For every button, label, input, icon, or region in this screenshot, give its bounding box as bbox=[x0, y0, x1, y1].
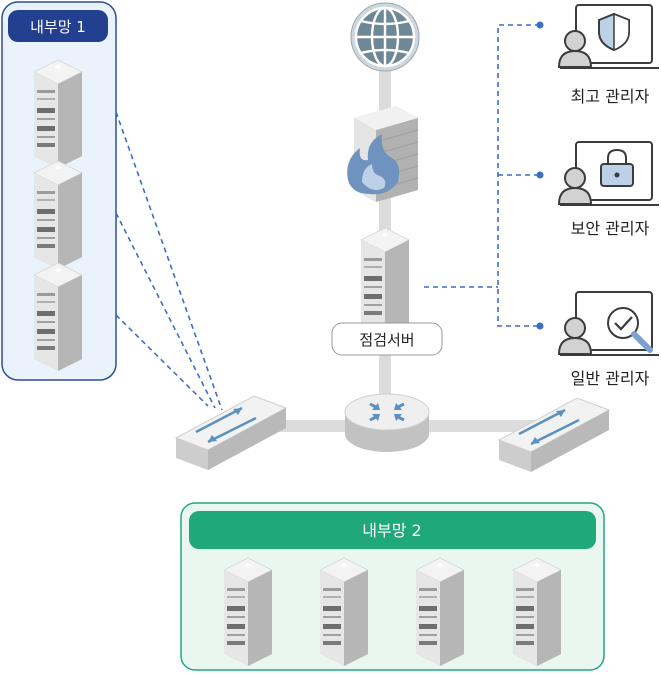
admin-security-label: 보안 관리자 bbox=[571, 219, 650, 238]
net1-dashed-links bbox=[115, 111, 223, 411]
server-icon bbox=[319, 557, 369, 667]
router-icon bbox=[344, 393, 430, 452]
internet-globe-icon bbox=[350, 2, 420, 72]
admin-top-label: 최고 관리자 bbox=[571, 87, 650, 106]
inspection-server-label-box: 점검서버 bbox=[331, 322, 443, 356]
internal-network-1-header bbox=[8, 10, 108, 42]
internal-network-2-header bbox=[189, 511, 596, 549]
admin-general: 일반 관리자 bbox=[558, 291, 659, 388]
magnifier-check-icon bbox=[607, 307, 653, 353]
admin-dashed-links bbox=[424, 24, 540, 327]
left-switch-icon bbox=[174, 394, 288, 472]
internal-network-2-title: 내부망 2 bbox=[362, 521, 421, 540]
right-switch-icon bbox=[497, 396, 611, 474]
admin-top: 최고 관리자 bbox=[558, 4, 659, 106]
internal-network-2: 내부망 2 bbox=[180, 502, 605, 671]
inspection-server-icon bbox=[360, 227, 410, 337]
admin-link-dots bbox=[536, 21, 544, 330]
internal-network-1-title: 내부망 1 bbox=[30, 18, 86, 36]
server-icon bbox=[415, 557, 465, 667]
lock-icon bbox=[600, 148, 634, 187]
firewall-icon bbox=[347, 106, 419, 202]
admin-general-label: 일반 관리자 bbox=[571, 369, 650, 388]
internal-network-1: 내부망 1 bbox=[1, 1, 117, 381]
server-icon bbox=[512, 557, 562, 667]
admin-security: 보안 관리자 bbox=[558, 141, 659, 238]
server-icon bbox=[33, 160, 83, 270]
inspection-server-label: 점검서버 bbox=[359, 331, 414, 349]
server-icon bbox=[33, 59, 83, 169]
server-icon bbox=[33, 262, 83, 372]
server-icon bbox=[223, 557, 273, 667]
